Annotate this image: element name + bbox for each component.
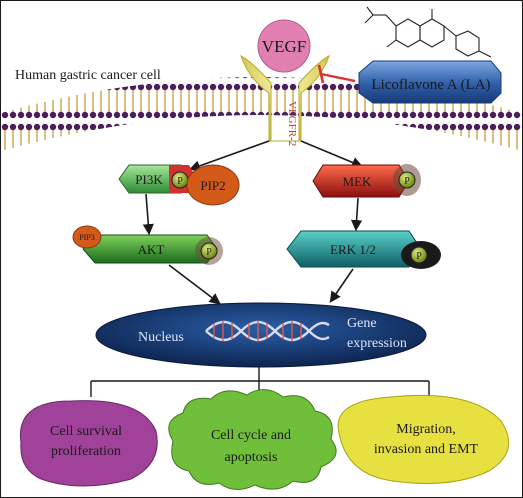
licoflavone-box: Licoflavone A (LA) (358, 60, 502, 104)
pip3-label: PIP3 (79, 233, 95, 242)
erk-label: ERK 1/2 (330, 242, 376, 257)
mek-label: MEK (343, 174, 373, 189)
akt-label: AKT (138, 242, 165, 257)
mek-phospho-label: P (404, 176, 410, 187)
nucleus-label: Nucleus (138, 330, 184, 345)
outcome-cell-cycle: Cell cycle and apoptosis (168, 389, 337, 490)
vegfr2-label: VEGFR-2 (286, 101, 298, 146)
licoflavone-structure-icon (364, 6, 492, 58)
outcome-2-line1: Cell cycle and (211, 428, 291, 443)
nucleus: Nucleus Gene expression (95, 302, 427, 368)
vegf-ligand: VEGF (257, 19, 311, 73)
pi3k-label: PI3K (135, 172, 163, 187)
mek-node: MEK P (312, 164, 421, 198)
pip2-label: PIP2 (200, 178, 225, 193)
pip3-node: PIP3 (72, 225, 102, 249)
pip2-node: PIP2 (186, 164, 240, 206)
arrow-pi3k-to-akt (142, 193, 154, 236)
erk-phospho-label: P (416, 251, 422, 262)
erk-node: ERK 1/2 P (286, 230, 441, 269)
arrow-erk-to-nucleus (329, 268, 354, 303)
vegf-label: VEGF (262, 37, 306, 56)
arrow-receptor-to-pi3k (188, 140, 270, 172)
outcome-cell-survival: Cell survival proliferation (19, 400, 158, 487)
arrow-mek-to-erk (350, 197, 363, 232)
outcome-migration: Migration, invasion and EMT (337, 394, 510, 484)
outcome-3-line1: Migration, (396, 422, 456, 437)
pi3k-node: PI3K P (118, 164, 197, 194)
outcome-3-line2: invasion and EMT (374, 442, 479, 457)
outcome-2-line2: apoptosis (225, 450, 278, 465)
gene-label-line1: Gene (347, 316, 377, 331)
outcome-1-line2: proliferation (51, 444, 121, 459)
dna-helix-icon (205, 320, 330, 342)
gene-label-line2: expression (347, 336, 407, 351)
arrow-receptor-to-mek (300, 140, 364, 168)
akt-phospho-label: P (206, 247, 212, 258)
cell-label: Human gastric cancer cell (15, 68, 161, 83)
outcome-1-line1: Cell survival (50, 424, 122, 439)
vegfr2-receptor: VEGFR-2 (240, 55, 330, 146)
arrow-akt-to-nucleus (168, 264, 221, 305)
akt-node: AKT P (82, 234, 223, 265)
inhibition-indicator (317, 64, 356, 84)
pi3k-phospho-label: P (177, 176, 183, 187)
licoflavone-label: Licoflavone A (LA) (371, 77, 490, 93)
